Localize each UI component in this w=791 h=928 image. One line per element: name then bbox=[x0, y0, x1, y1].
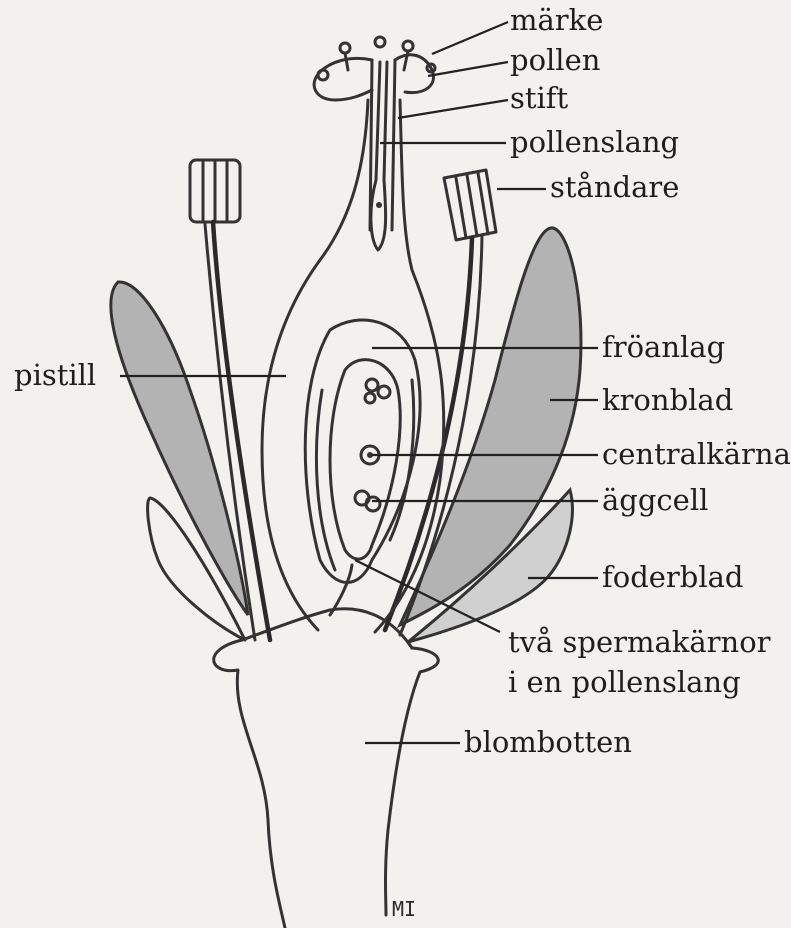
label-spermakarnor-line2: i en pollenslang bbox=[508, 665, 741, 699]
receptacle-right bbox=[386, 648, 439, 915]
antipodal-cells bbox=[365, 379, 390, 403]
label-centralkarna: centralkärna bbox=[602, 437, 791, 471]
style bbox=[370, 60, 395, 230]
label-froanlag: fröanlag bbox=[602, 330, 725, 364]
label-foderblad: foderblad bbox=[602, 560, 743, 594]
label-stift: stift bbox=[510, 81, 569, 115]
artist-signature: MI bbox=[392, 897, 416, 921]
label-pollen: pollen bbox=[510, 43, 600, 77]
label-pollenslang: pollenslang bbox=[510, 125, 679, 159]
label-pistill: pistill bbox=[14, 358, 96, 392]
pollen-tube-nucleus bbox=[376, 202, 382, 208]
label-standare: ståndare bbox=[550, 170, 679, 204]
receptacle bbox=[214, 640, 285, 928]
label-spermakarnor-line1: två spermakärnor bbox=[508, 625, 771, 659]
pollen-grains bbox=[318, 37, 435, 80]
label-marke: märke bbox=[510, 3, 603, 37]
label-aggcell: äggcell bbox=[602, 483, 708, 517]
stigma bbox=[314, 55, 433, 100]
label-kronblad: kronblad bbox=[602, 383, 733, 417]
label-blombotten: blombotten bbox=[464, 725, 632, 759]
